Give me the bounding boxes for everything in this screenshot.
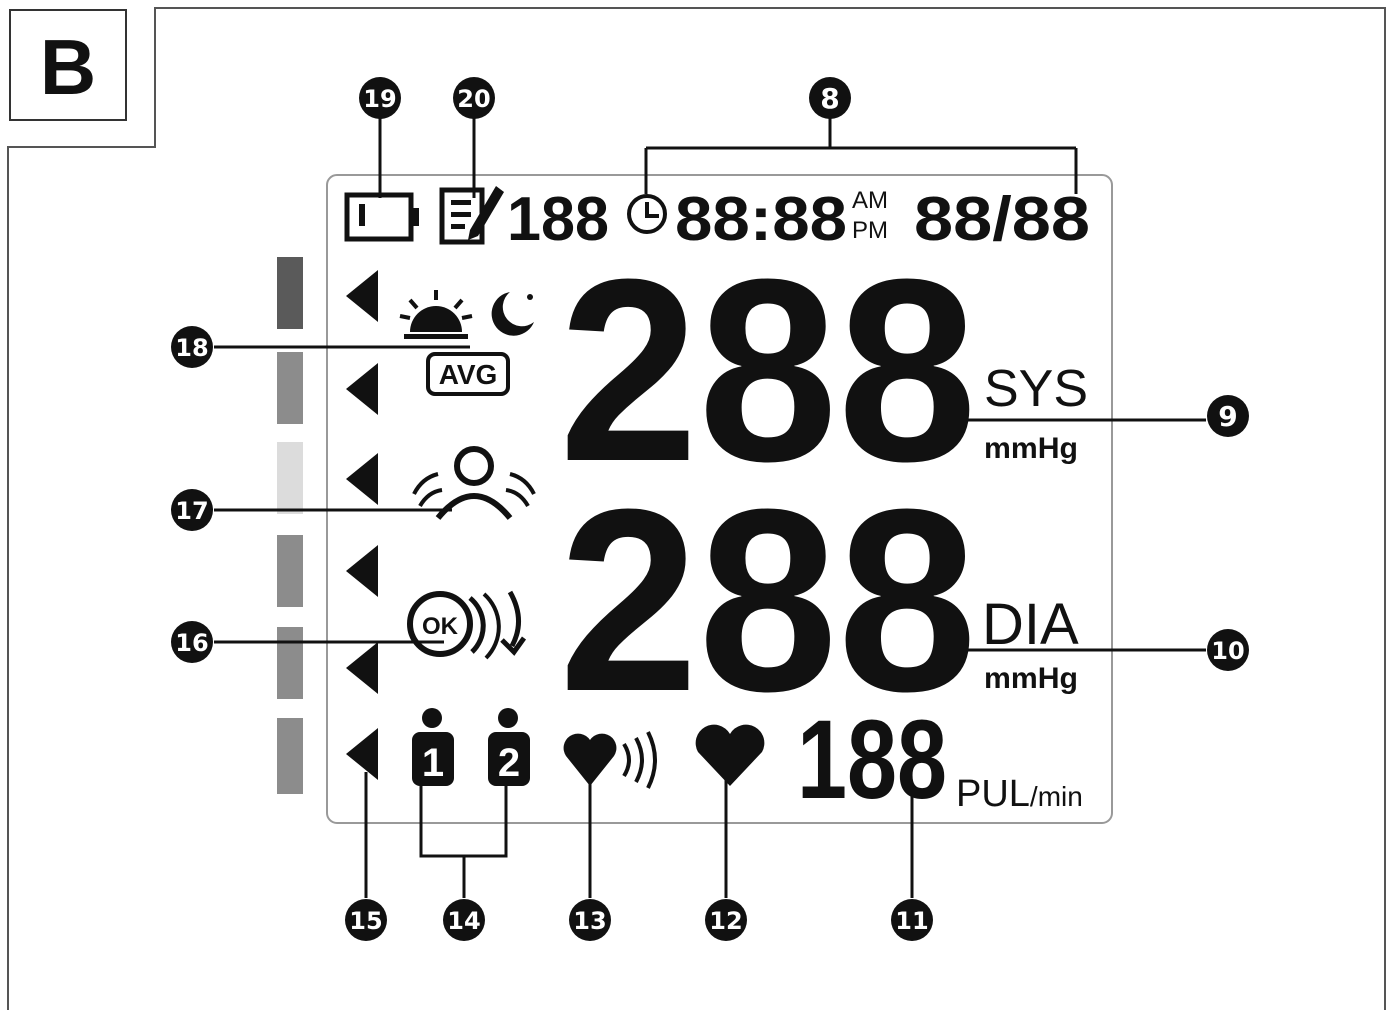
callout-14: 14 <box>443 899 485 941</box>
sys-reading: 288 <box>559 226 977 516</box>
scale-bar <box>277 352 303 424</box>
user-1-label: 1 <box>422 741 444 785</box>
callout-17-label: 17 <box>175 497 208 525</box>
callout-13: 13 <box>569 899 611 941</box>
callout-11: 11 <box>891 899 933 941</box>
leader-8 <box>644 118 1078 194</box>
lcd-panel <box>326 174 1113 824</box>
memory-number: 188 <box>507 185 609 254</box>
scale-arrow <box>346 642 378 694</box>
am-indicator: AM <box>852 187 888 214</box>
callout-18-label: 18 <box>175 334 208 362</box>
callout-19: 19 <box>359 77 401 119</box>
callout-12: 12 <box>705 899 747 941</box>
callout-19-label: 19 <box>363 85 396 113</box>
moon-star <box>527 294 533 300</box>
callout-9-label: 9 <box>1218 400 1237 433</box>
clock-time: 88:88 <box>675 185 847 254</box>
scale-arrow <box>346 728 378 780</box>
scale-arrow <box>346 545 378 597</box>
callout-11-label: 11 <box>895 907 928 935</box>
pulse-unit: /min <box>1030 781 1083 812</box>
sun-icon <box>399 290 473 339</box>
dia-label: DIA <box>982 592 1079 657</box>
user-1-icon: 1 <box>412 708 454 786</box>
cuff-check-icon: OK <box>407 590 527 660</box>
callout-16: 16 <box>171 621 213 663</box>
irregular-heartbeat-icon <box>563 731 657 789</box>
callout-15-label: 15 <box>349 907 382 935</box>
callout-8: 8 <box>809 77 851 119</box>
scale-arrows <box>346 270 378 780</box>
pulse-label: PUL/min <box>956 773 1083 815</box>
moon-icon <box>491 292 534 336</box>
user-2-label: 2 <box>498 741 520 785</box>
scale-bar <box>277 718 303 794</box>
callout-13-label: 13 <box>573 907 606 935</box>
callout-8-label: 8 <box>820 82 839 115</box>
pulse-reading: 188 <box>797 697 947 822</box>
callout-12-label: 12 <box>709 907 742 935</box>
memory-icon <box>439 186 504 245</box>
callout-18: 18 <box>171 326 213 368</box>
dia-unit: mmHg <box>984 662 1078 695</box>
pm-indicator: PM <box>852 217 888 244</box>
callout-10: 10 <box>1207 629 1249 671</box>
classification-scale <box>277 257 303 794</box>
date-display: 88/88 <box>914 185 1090 254</box>
sys-label: SYS <box>984 360 1088 418</box>
leader-14 <box>419 782 508 898</box>
scale-bar <box>277 442 303 514</box>
leader-lines <box>214 118 1206 898</box>
heart-icon <box>695 724 765 786</box>
scale-arrow <box>346 453 378 505</box>
callout-20-label: 20 <box>457 85 490 113</box>
user-2-icon: 2 <box>488 708 530 786</box>
avg-indicator: AVG <box>426 352 510 396</box>
panel-letter-box <box>9 9 127 121</box>
dia-reading: 288 <box>559 456 977 746</box>
scale-bar <box>277 257 303 329</box>
pulse-label-text: PUL <box>956 773 1030 815</box>
scale-arrow <box>346 363 378 415</box>
callout-10-label: 10 <box>1211 637 1244 665</box>
callout-9: 9 <box>1207 395 1249 437</box>
callout-17: 17 <box>171 489 213 531</box>
scale-arrow <box>346 270 378 322</box>
scale-bar <box>277 535 303 607</box>
clock-icon <box>627 194 667 234</box>
callout-20: 20 <box>453 77 495 119</box>
panel-letter: B <box>40 23 96 111</box>
callout-14-label: 14 <box>447 907 480 935</box>
ok-label: OK <box>422 613 459 640</box>
callout-15: 15 <box>345 899 387 941</box>
sys-unit: mmHg <box>984 432 1078 465</box>
callout-16-label: 16 <box>175 629 208 657</box>
outer-frame <box>7 7 1386 1010</box>
scale-bar <box>277 627 303 699</box>
avg-label: AVG <box>439 359 498 390</box>
